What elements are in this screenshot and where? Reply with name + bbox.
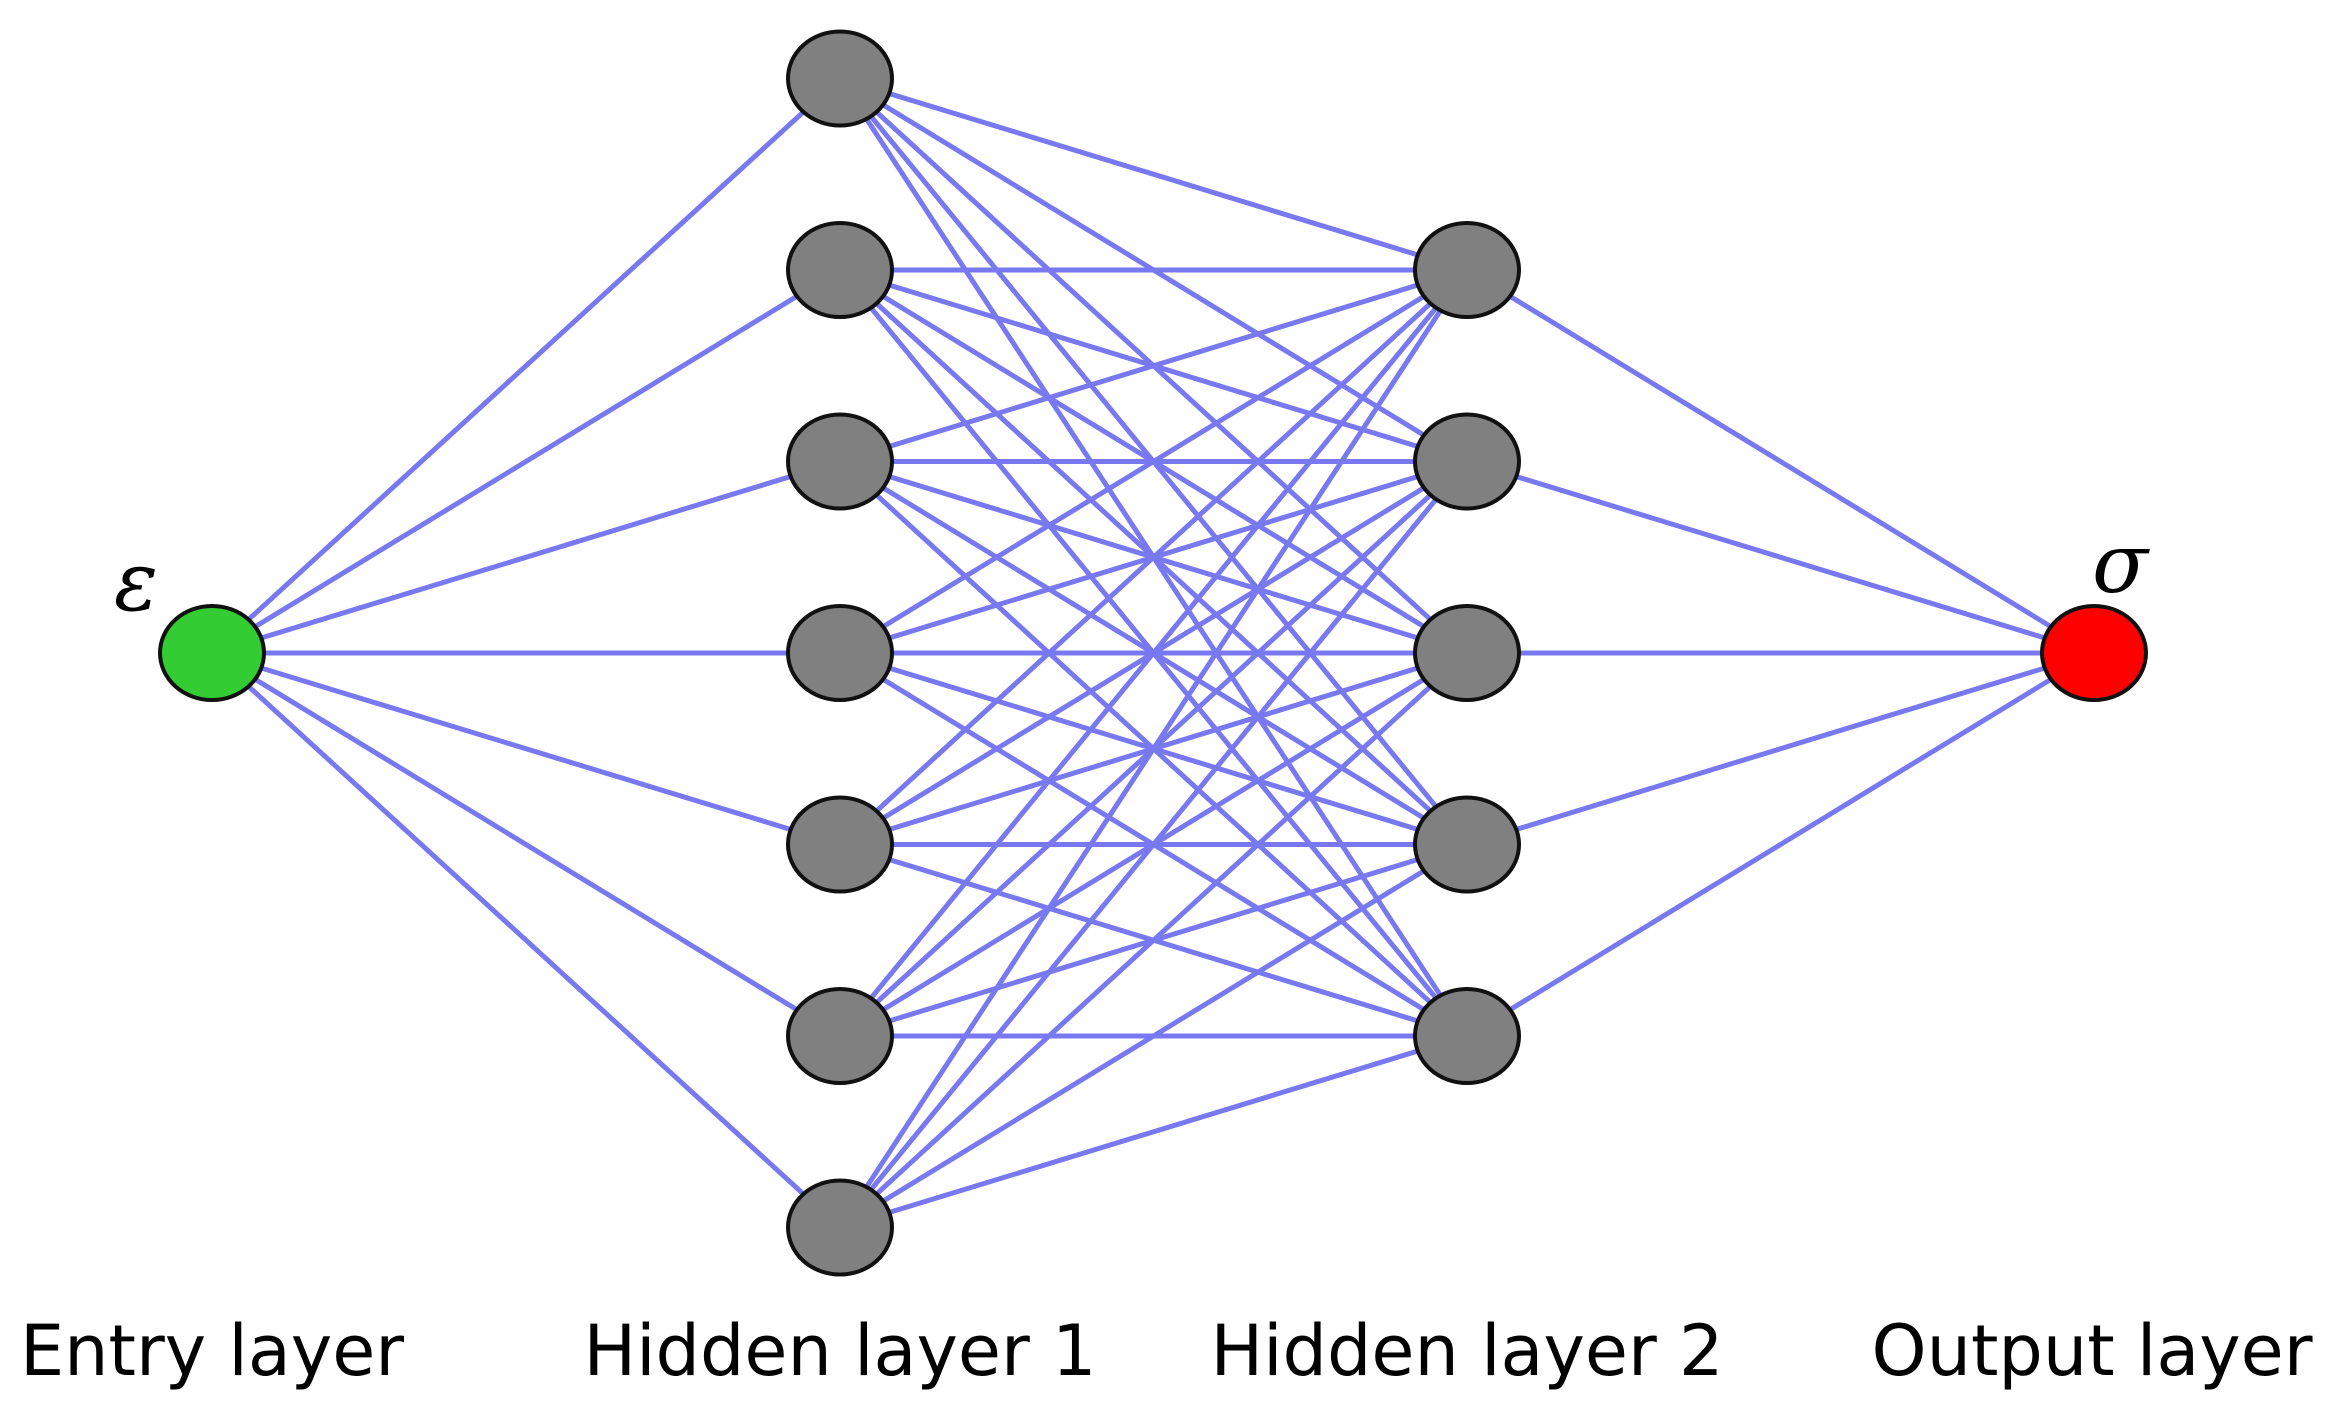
hidden1-node-3 bbox=[786, 412, 894, 511]
edge-l1-6-to-0 bbox=[837, 267, 1470, 1230]
edge-l0-0-to-2 bbox=[209, 459, 843, 656]
edge-l0-0-to-1 bbox=[209, 267, 843, 656]
edge-l1-4-to-0 bbox=[837, 267, 1470, 847]
hidden-layer-2-label: Hidden layer 2 bbox=[1210, 1310, 1723, 1392]
hidden1-node-7 bbox=[786, 1178, 894, 1277]
hidden1-node-6 bbox=[786, 987, 894, 1085]
neuron-nodes bbox=[158, 29, 2148, 1277]
edge-l0-0-to-0 bbox=[209, 76, 843, 656]
edge-l1-0-to-0 bbox=[837, 76, 1470, 273]
hidden1-node-5 bbox=[786, 795, 894, 894]
entry-node bbox=[158, 604, 266, 702]
edge-l1-6-to-3 bbox=[837, 842, 1470, 1230]
output-layer-label: Output layer bbox=[1871, 1310, 2312, 1392]
edge-l0-0-to-4 bbox=[209, 650, 843, 847]
edge-l1-6-to-4 bbox=[837, 1033, 1470, 1230]
hidden1-node-2 bbox=[786, 221, 894, 319]
edge-l0-0-to-6 bbox=[209, 650, 843, 1230]
output-symbol: σ bbox=[2092, 517, 2150, 612]
hidden2-node-2 bbox=[1413, 412, 1521, 511]
hidden-layer-1-label: Hidden layer 1 bbox=[583, 1310, 1096, 1392]
entry-symbol: ε bbox=[114, 535, 158, 630]
edge-l2-1-to-0 bbox=[1464, 459, 2097, 656]
hidden2-node-1 bbox=[1413, 221, 1521, 319]
edge-l1-5-to-0 bbox=[837, 267, 1470, 1039]
hidden1-node-4 bbox=[786, 604, 894, 702]
connection-lines bbox=[209, 76, 2097, 1230]
edge-l2-0-to-0 bbox=[1464, 267, 2097, 656]
edge-l1-6-to-1 bbox=[837, 459, 1470, 1230]
entry-layer-label: Entry layer bbox=[20, 1310, 404, 1392]
edge-l1-2-to-0 bbox=[837, 267, 1470, 464]
hidden2-node-5 bbox=[1413, 987, 1521, 1085]
edge-l0-0-to-5 bbox=[209, 650, 843, 1039]
edge-l1-3-to-0 bbox=[837, 267, 1470, 656]
edge-l1-6-to-2 bbox=[837, 650, 1470, 1230]
edge-l2-3-to-0 bbox=[1464, 650, 2097, 847]
hidden2-node-3 bbox=[1413, 604, 1521, 702]
hidden1-node-1 bbox=[786, 29, 894, 128]
output-node bbox=[2040, 604, 2148, 702]
hidden2-node-4 bbox=[1413, 795, 1521, 894]
edge-l2-4-to-0 bbox=[1464, 650, 2097, 1039]
